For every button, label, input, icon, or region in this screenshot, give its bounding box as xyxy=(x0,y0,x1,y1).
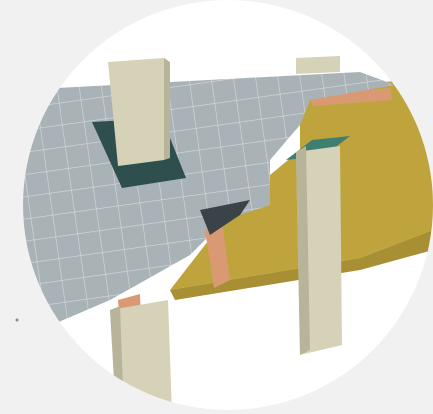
chimney-left-side xyxy=(164,58,170,160)
bullet-dot xyxy=(16,319,19,322)
chimney-back-stub xyxy=(296,56,340,74)
